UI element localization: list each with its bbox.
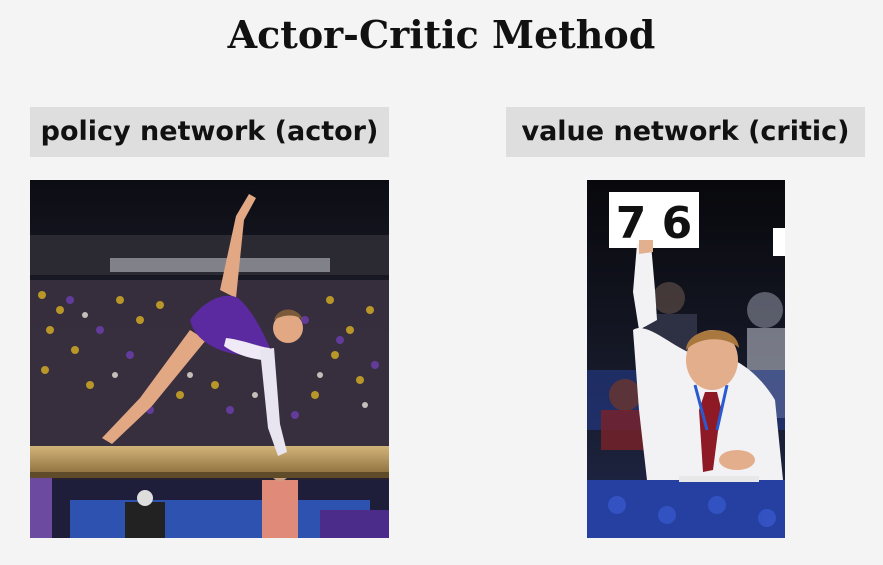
value-network-label: value network (critic)	[506, 107, 865, 157]
score-card-text: 7 6	[616, 198, 693, 249]
policy-network-label: policy network (actor)	[30, 107, 389, 157]
judge-photo: 7 6	[587, 180, 785, 538]
slide-title: Actor-Critic Method	[227, 12, 656, 57]
gymnast-photo	[30, 180, 389, 538]
